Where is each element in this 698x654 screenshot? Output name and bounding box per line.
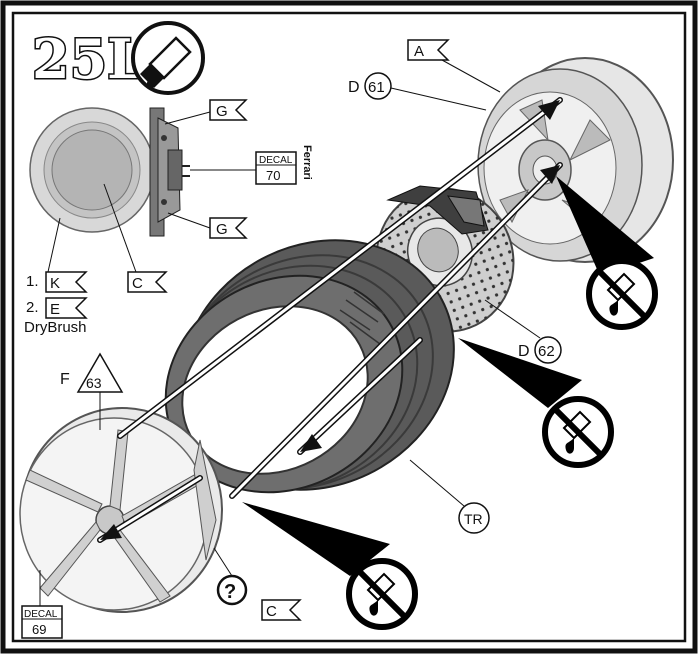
svg-text:?: ? <box>224 581 236 603</box>
inner-frame <box>11 11 687 643</box>
svg-text:C: C <box>266 603 277 620</box>
drybrush-label: DryBrush <box>24 319 87 336</box>
svg-text:F: F <box>60 371 70 388</box>
d61-leader <box>390 87 487 111</box>
assembly-arrows <box>97 97 563 543</box>
svg-text:61: 61 <box>368 79 385 96</box>
svg-text:K: K <box>50 275 60 292</box>
svg-text:E: E <box>50 301 60 318</box>
k-flag: K <box>45 271 88 293</box>
g-flag-top: G <box>209 99 248 121</box>
no-glue-callout-3 <box>242 502 415 627</box>
question-leader <box>213 547 233 577</box>
part-f63-label: F 63 <box>60 352 124 393</box>
part-d61-label: D 61 <box>348 72 392 100</box>
a-leader <box>441 59 501 93</box>
decal-69-box: DECAL 69 <box>21 605 63 639</box>
svg-text:G: G <box>216 221 228 238</box>
svg-text:69: 69 <box>32 622 46 637</box>
svg-text:62: 62 <box>538 343 555 360</box>
disc-leaders <box>47 111 256 273</box>
svg-text:63: 63 <box>86 375 102 391</box>
c-flag-bottom: C <box>261 599 302 621</box>
tire-tr <box>164 239 455 494</box>
svg-text:TR: TR <box>464 511 483 527</box>
svg-text:D: D <box>348 79 360 96</box>
glue-icon <box>131 21 205 95</box>
svg-text:70: 70 <box>266 168 280 183</box>
a-flag: A <box>407 39 450 61</box>
brake-disc-side-view <box>29 107 190 237</box>
step-number: 25L <box>32 27 145 91</box>
tr-leader <box>409 459 465 507</box>
c-flag-disc: C <box>127 271 168 293</box>
part-d62-label: D 62 <box>518 336 562 364</box>
svg-text:DECAL: DECAL <box>24 609 58 620</box>
svg-text:D: D <box>518 343 530 360</box>
question-mark-icon: ? <box>216 574 248 606</box>
outer-wheel-f63 <box>19 407 223 613</box>
k-step-number: 1. <box>26 273 39 290</box>
svg-text:A: A <box>414 43 424 60</box>
no-glue-callout-1 <box>556 176 655 327</box>
d62-leader <box>484 299 541 339</box>
part-tr-label: TR <box>458 502 490 534</box>
e-step-number: 2. <box>26 299 39 316</box>
svg-text:G: G <box>216 103 228 120</box>
g-flag-bottom: G <box>209 217 248 239</box>
e-flag: E <box>45 297 88 319</box>
decal-70-box: DECAL 70 <box>255 151 297 185</box>
svg-text:C: C <box>132 275 143 292</box>
ferrari-logo: Ferrari <box>301 145 313 180</box>
no-glue-callout-2 <box>458 338 611 465</box>
svg-text:DECAL: DECAL <box>259 155 293 166</box>
